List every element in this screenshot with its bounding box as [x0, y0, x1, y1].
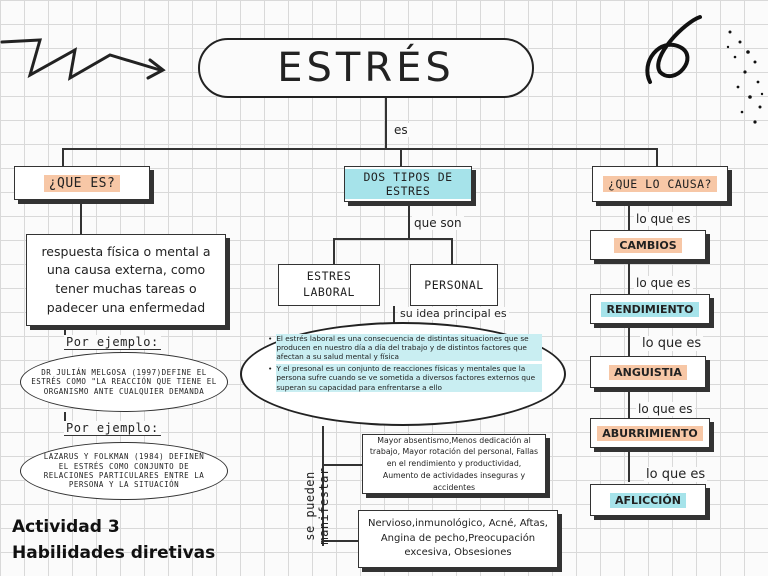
idea-label: su idea principal es — [398, 307, 509, 320]
bullet-dot-icon: • — [268, 334, 273, 343]
type1-label: ESTRES LABORAL — [303, 269, 355, 299]
center-connector-2 — [393, 306, 395, 328]
left-header-box: ¿QUE ES? — [14, 166, 150, 200]
example2-oval: LAZARUS Y FOLKMAN (1984) DEFINEN EL ESTR… — [20, 442, 228, 500]
footer-line-1: Actividad 3 — [12, 517, 120, 537]
cause-2: RENDIMIENTO — [601, 301, 699, 317]
center-branch-right — [451, 238, 453, 264]
cause-box-5: AFLICCIÓN — [590, 484, 706, 516]
manifest2-text: Nervioso,inmunológico, Acné, Aftas, Angi… — [368, 518, 548, 559]
cause-1: CAMBIOS — [614, 237, 682, 253]
definition-box: respuesta física o mental a una causa ex… — [26, 234, 226, 326]
manifest-branch-2 — [322, 540, 362, 542]
center-branch-left — [333, 238, 335, 264]
cause-4: ABURRIMIENTO — [597, 425, 703, 441]
cause-5: AFLICCIÓN — [610, 492, 686, 508]
footer-line-2: Habilidades diretivas — [12, 543, 216, 564]
bullet-dot-icon: • — [268, 364, 273, 374]
center-connector-1 — [408, 202, 410, 238]
connector-es: es — [392, 123, 410, 137]
cause-box-2: RENDIMIENTO — [590, 294, 710, 324]
manifest1-text: Mayor absentismo,Menos dedicación al tra… — [369, 435, 539, 492]
example1-label: Por ejemplo: — [64, 335, 161, 350]
cause-box-4: ABURRIMIENTO — [590, 418, 710, 448]
center-branch — [333, 238, 453, 240]
right-connector-label-5: lo que es — [644, 467, 708, 482]
branch-left-drop — [62, 148, 64, 166]
cause-3: ANGUISTIA — [609, 364, 687, 380]
idea-bullet-2: • Y el presonal es un conjunto de reacci… — [268, 364, 542, 392]
cause-box-3: ANGUISTIA — [590, 356, 706, 388]
left-header: ¿QUE ES? — [43, 174, 121, 192]
right-connector-label-1: lo que es — [634, 212, 693, 226]
example2-label: Por ejemplo: — [64, 421, 161, 436]
branch-right-drop — [656, 148, 658, 166]
manifest1-box: Mayor absentismo,Menos dedicación al tra… — [362, 434, 546, 494]
manifest-branch-1 — [322, 464, 362, 466]
example1-oval: DR JULIÁN MELGOSA (1997)DEFINE EL ESTRÉS… — [20, 352, 228, 412]
right-spine — [628, 202, 630, 482]
example1-text: DR JULIÁN MELGOSA (1997)DEFINE EL ESTRÉS… — [31, 367, 217, 396]
manifest-label: se pueden manifestar — [303, 467, 331, 545]
manifest-connector — [322, 426, 324, 546]
idea-bullet-1: • El estrés laboral es una consecuencia … — [268, 334, 542, 362]
title-connector — [385, 98, 387, 148]
right-connector-label-4: lo que es — [636, 402, 695, 416]
type2-box: PERSONAL — [410, 264, 498, 306]
type2-label: PERSONAL — [424, 278, 484, 292]
right-header-box: ¿QUE LO CAUSA? — [592, 166, 728, 202]
zigzag-arrow-decoration — [0, 38, 166, 81]
idea-oval: • El estrés laboral es una consecuencia … — [240, 322, 566, 426]
definition-text: respuesta física o mental a una causa ex… — [41, 243, 211, 315]
right-header: ¿QUE LO CAUSA? — [603, 176, 717, 192]
center-connector-label: que son — [412, 216, 464, 230]
example2-text: LAZARUS Y FOLKMAN (1984) DEFINEN EL ESTR… — [43, 452, 205, 490]
center-header-box: DOS TIPOS DE ESTRES — [344, 166, 472, 202]
branch-center-drop — [400, 148, 402, 166]
squiggle-decoration — [645, 15, 764, 124]
footer-title: Actividad 3 Habilidades diretivas — [12, 514, 215, 567]
right-connector-label-2: lo que es — [634, 276, 693, 290]
left-connector-1 — [80, 200, 82, 234]
manifest2-box: Nervioso,inmunológico, Acné, Aftas, Angi… — [358, 510, 558, 568]
title-pill: ESTRÉS — [198, 38, 534, 98]
page-title: ESTRÉS — [277, 45, 455, 91]
right-connector-label-3: lo que es — [640, 336, 704, 351]
center-header: DOS TIPOS DE ESTRES — [345, 168, 471, 200]
cause-box-1: CAMBIOS — [590, 230, 706, 260]
branch-horizontal — [62, 148, 658, 150]
type1-box: ESTRES LABORAL — [278, 264, 380, 306]
